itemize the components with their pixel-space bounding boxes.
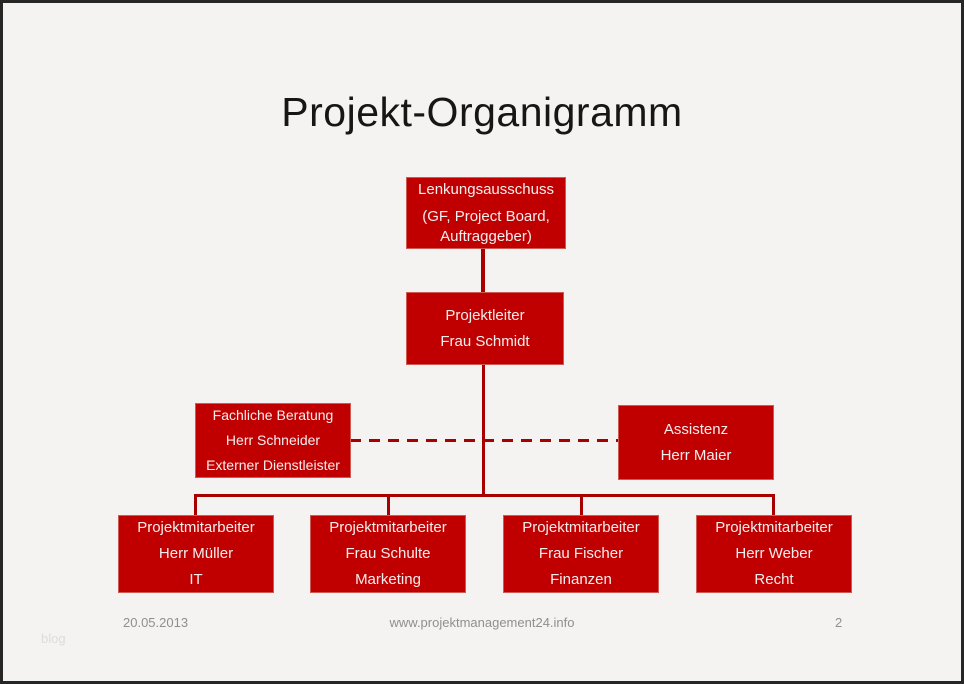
node-line: Assistenz [663, 420, 729, 438]
connector-stub-member2 [387, 494, 390, 516]
node-line: Herr Weber [735, 545, 813, 562]
node-line: Fachliche Beratung [212, 407, 334, 423]
connector-steering-to-leader [481, 249, 485, 292]
node-line: Recht [754, 571, 794, 588]
node-line: Herr Maier [660, 446, 732, 464]
org-node-assistant: Assistenz Herr Maier [618, 405, 774, 480]
connector-stub-member3 [580, 494, 583, 516]
node-line: Externer Dienstleister [206, 457, 340, 473]
connector-dashed-advisory-assistant [350, 439, 618, 442]
org-node-member-recht: Projektmitarbeiter Herr Weber Recht [696, 515, 852, 593]
watermark-blog: blog [41, 631, 66, 646]
node-line: IT [189, 571, 203, 588]
footer-page-number: 2 [835, 615, 843, 630]
node-line: Marketing [355, 571, 421, 588]
org-node-project-leader: Projektleiter Frau Schmidt [406, 292, 564, 365]
org-node-advisory: Fachliche Beratung Herr Schneider Extern… [195, 403, 351, 478]
node-line: Lenkungsausschuss [418, 180, 554, 198]
page-title: Projekt-Organigramm [281, 89, 683, 135]
org-node-member-it: Projektmitarbeiter Herr Müller IT [118, 515, 274, 593]
node-line: Projektmitarbeiter [522, 519, 640, 536]
node-line: Frau Schmidt [440, 332, 530, 350]
node-line: Frau Fischer [538, 545, 624, 562]
node-line: Projektleiter [445, 306, 525, 324]
node-line: Projektmitarbeiter [715, 519, 833, 536]
node-line: Herr Schneider [225, 432, 321, 448]
connector-leader-to-team [482, 365, 485, 496]
connector-team-horizontal [194, 494, 775, 497]
connector-stub-member4 [772, 494, 775, 516]
org-node-steering-committee: Lenkungsausschuss (GF, Project Board, Au… [406, 177, 566, 249]
node-line: Projektmitarbeiter [329, 519, 447, 536]
node-line: Herr Müller [158, 545, 234, 562]
connector-stub-member1 [194, 494, 197, 516]
org-node-member-finanzen: Projektmitarbeiter Frau Fischer Finanzen [503, 515, 659, 593]
org-node-member-marketing: Projektmitarbeiter Frau Schulte Marketin… [310, 515, 466, 593]
node-line: Projektmitarbeiter [137, 519, 255, 536]
node-line: Frau Schulte [345, 545, 431, 562]
node-line: (GF, Project Board, [422, 207, 550, 225]
footer-date: 20.05.2013 [123, 615, 189, 630]
node-line: Auftraggeber) [440, 227, 532, 245]
footer-url: www.projektmanagement24.info [389, 615, 575, 630]
node-line: Finanzen [550, 571, 612, 588]
